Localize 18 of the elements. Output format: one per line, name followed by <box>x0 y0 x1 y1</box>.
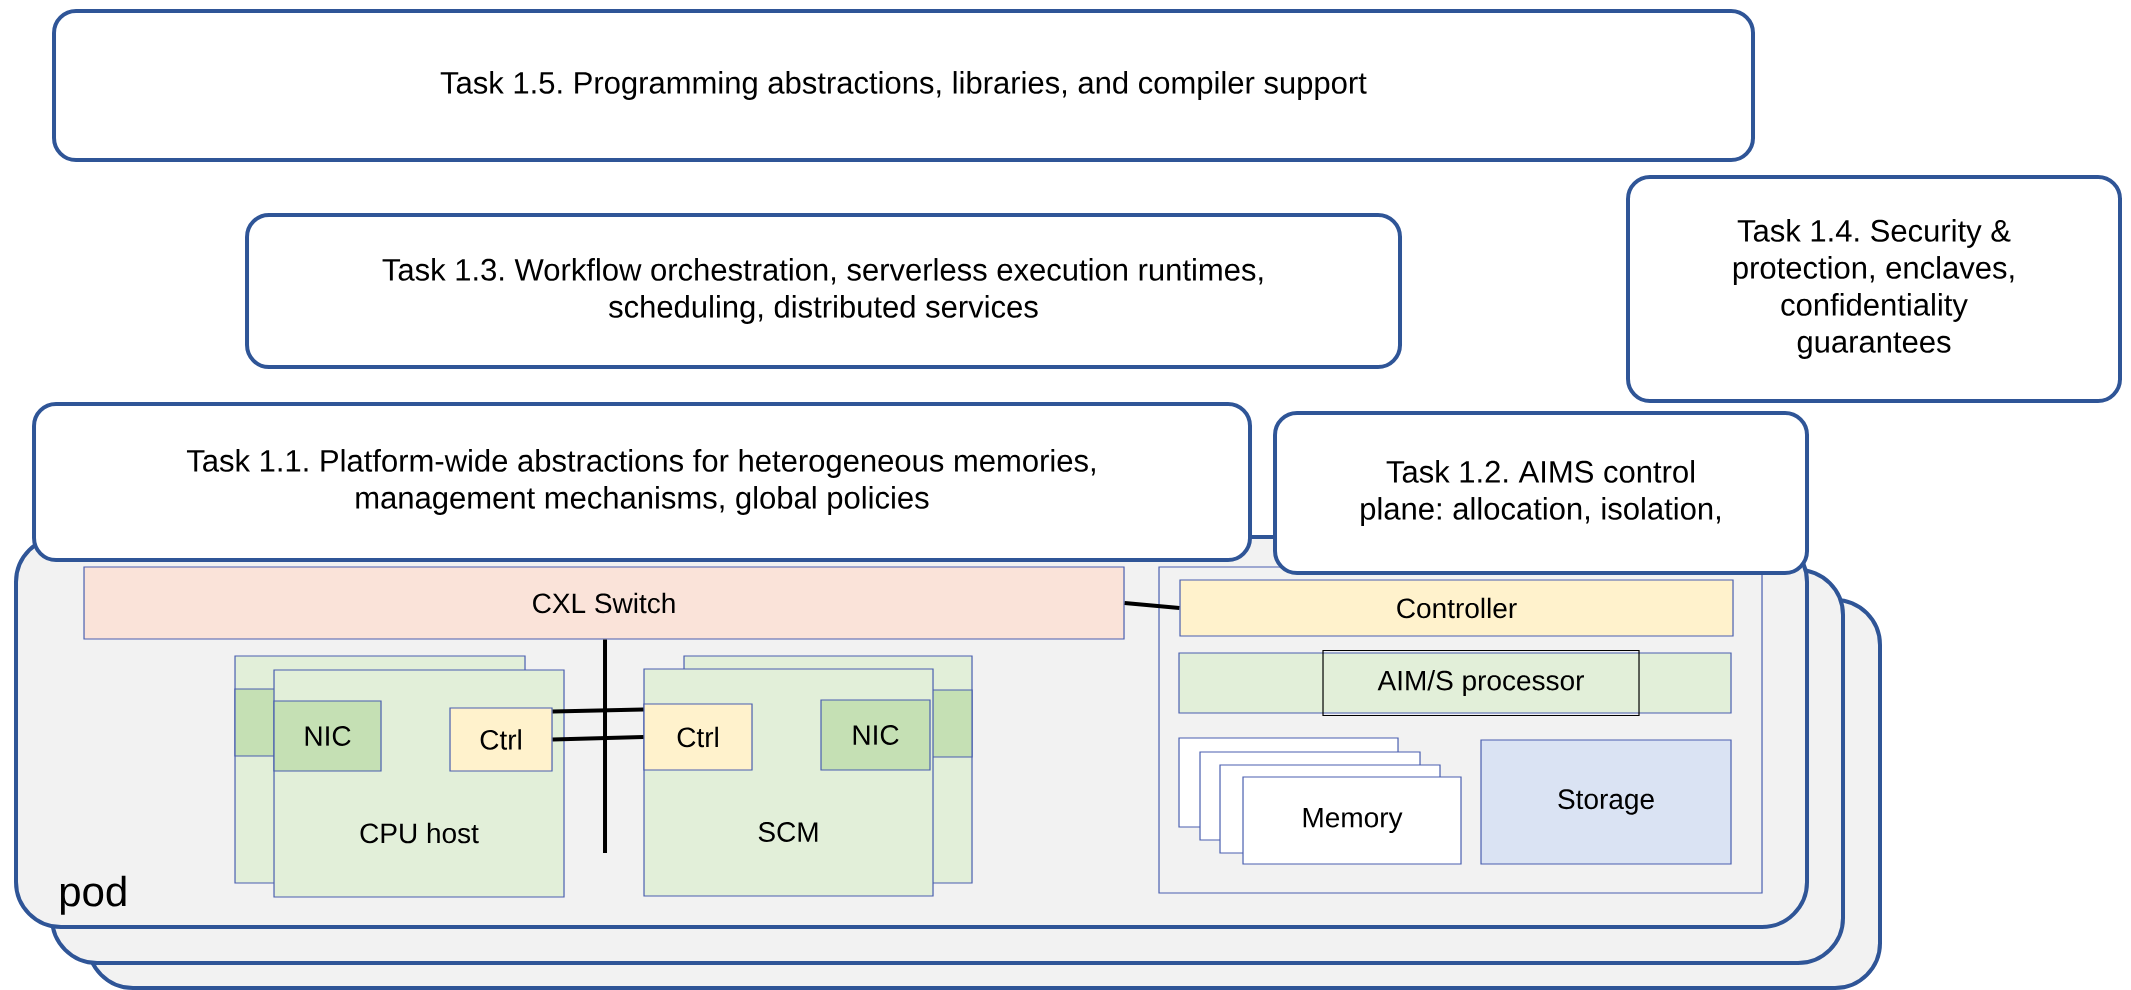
task-box: Task 1.4. Security & protection, enclaves, confidentiality guarantees <box>1626 175 2122 403</box>
controller-box: Ctrl <box>643 703 753 771</box>
task-box: Task 1.5. Programming abstractions, libraries, and compiler support <box>52 9 1755 162</box>
processor-band: AIM/S processor <box>1178 649 1732 717</box>
storage-box: Storage <box>1480 739 1732 865</box>
connector-line <box>1124 601 1180 610</box>
controller-box: Controller <box>1179 579 1734 637</box>
controller-box: Ctrl <box>449 707 553 772</box>
connector-line <box>603 639 607 853</box>
connector-line <box>552 735 644 742</box>
nic-box: NIC <box>273 700 382 772</box>
task-box: Task 1.2. AIMS control plane: allocation, isolation, <box>1273 411 1809 575</box>
switch-box: CXL Switch <box>83 566 1125 640</box>
connector-line <box>552 707 644 714</box>
task-box: Task 1.1. Platform-wide abstractions for heterogeneous memories, management mechanisms, global policies <box>32 402 1252 562</box>
memory-box: Memory <box>1178 737 1462 865</box>
task-box: Task 1.3. Workflow orchestration, serverless execution runtimes, scheduling, distributed services <box>245 213 1402 369</box>
nic-box: NIC <box>820 699 931 771</box>
